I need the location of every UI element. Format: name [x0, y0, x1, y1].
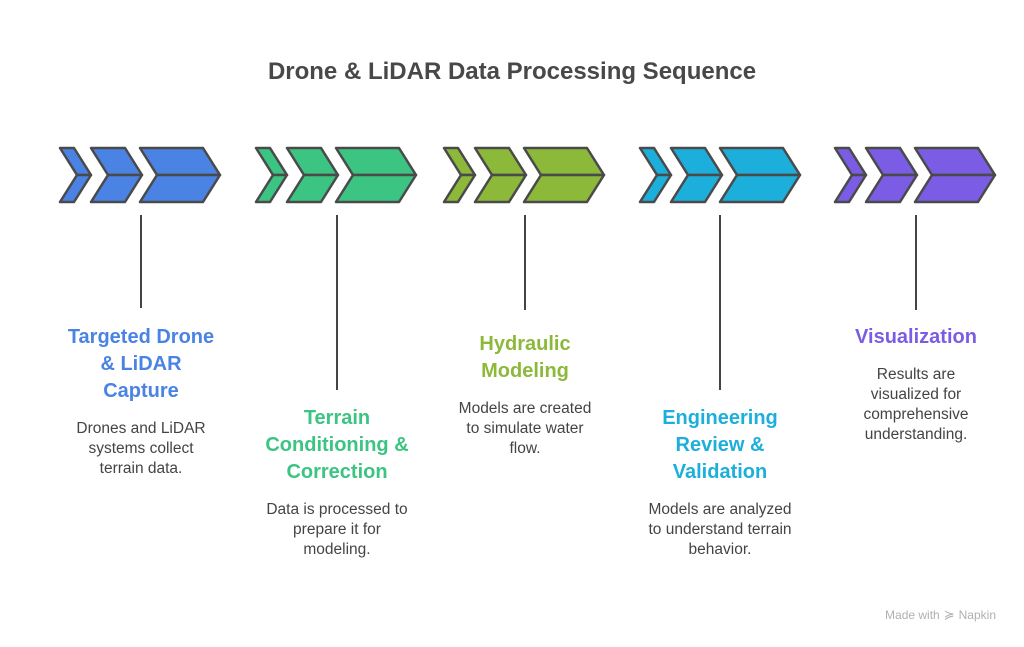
credit-brand: Napkin	[958, 608, 996, 622]
chevron-medium-bottom	[669, 173, 724, 204]
chevron-large-bottom	[334, 173, 418, 204]
chevron-large-bottom	[138, 173, 222, 204]
chevron-small-bottom	[833, 173, 868, 204]
napkin-logo-icon: ≽	[943, 607, 955, 622]
chevron-large-top	[718, 146, 802, 177]
step-title: Visualization	[855, 326, 977, 348]
chevron-large-top	[138, 146, 222, 177]
chevron-large-bottom	[522, 173, 606, 204]
chevron-large-top	[334, 146, 418, 177]
chevron-large-bottom	[718, 173, 802, 204]
chevron-small-top	[833, 146, 868, 177]
chevron-medium-top	[669, 146, 724, 177]
chevron-large-bottom	[913, 173, 997, 204]
chevron-small-top	[638, 146, 673, 177]
credit: Made with ≽ Napkin	[885, 607, 996, 623]
chevron-large-top	[913, 146, 997, 177]
chevron-small-top	[254, 146, 289, 177]
chevron-medium-top	[89, 146, 144, 177]
chevron-medium-bottom	[285, 173, 340, 204]
chevron-medium-top	[285, 146, 340, 177]
chevron-small-bottom	[254, 173, 289, 204]
diagram-title: Drone & LiDAR Data Processing Sequence	[267, 58, 757, 85]
chevron-small-bottom	[58, 173, 93, 204]
chevron-medium-bottom	[864, 173, 919, 204]
chevron-medium-top	[473, 146, 528, 177]
chevron-small-top	[58, 146, 93, 177]
chevron-small-top	[442, 146, 477, 177]
chevron-medium-top	[864, 146, 919, 177]
chevron-small-bottom	[442, 173, 477, 204]
credit-label: Made with	[885, 608, 940, 622]
chevron-small-bottom	[638, 173, 673, 204]
chevron-medium-bottom	[89, 173, 144, 204]
chevron-large-top	[522, 146, 606, 177]
chevron-medium-bottom	[473, 173, 528, 204]
